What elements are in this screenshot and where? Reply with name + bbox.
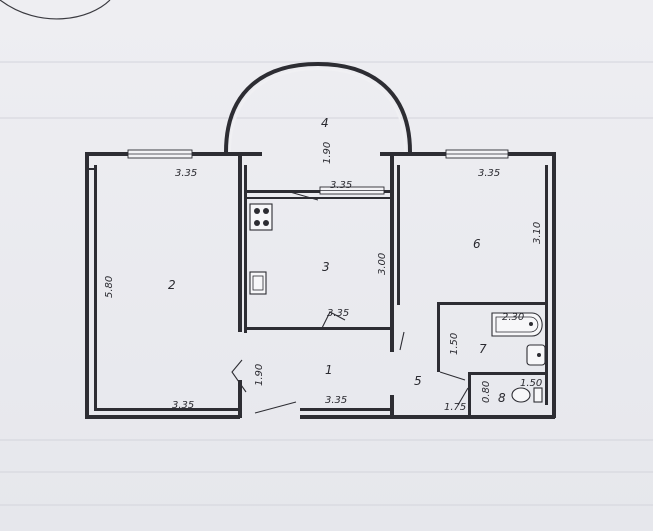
door-room-6 [399, 331, 405, 351]
dim-hall-width: 1.75 [444, 402, 466, 413]
dim-room2-side: 5.80 [104, 276, 115, 298]
dim-room3-bottom: 3.35 [327, 308, 349, 319]
door-room-3 [321, 311, 346, 329]
bathroom-fixtures [491, 312, 546, 403]
dim-room2-top: 3.35 [175, 168, 197, 179]
dim-wc-width: 1.50 [520, 378, 542, 389]
balcony-outline [224, 61, 412, 153]
dimensions: 3.35 5.80 3.35 3.35 3.00 3.35 1.90 3.35 … [104, 142, 543, 413]
room-number-7: 7 [479, 342, 487, 356]
door-wc [457, 387, 469, 406]
dim-balcony-depth: 1.90 [322, 142, 333, 164]
paper-ruling [0, 0, 653, 506]
dim-room2-bottom: 3.35 [172, 400, 194, 411]
kitchen-sink-icon [249, 271, 267, 295]
doors [231, 191, 469, 414]
room-number-6: 6 [473, 237, 481, 251]
washbasin-icon [526, 344, 546, 366]
toilet-icon [511, 387, 531, 403]
room-number-1: 1 [325, 363, 333, 377]
door-bath [439, 371, 466, 381]
dim-room3-side: 3.00 [377, 253, 388, 275]
dim-room6-top: 3.35 [478, 168, 500, 179]
room-number-4: 4 [321, 116, 329, 130]
bathtub-icon [491, 312, 543, 337]
door-balcony [289, 191, 319, 201]
room-number-5: 5 [414, 374, 422, 388]
dim-bath-width: 2.30 [502, 312, 524, 323]
corner-arc [0, 0, 111, 20]
dim-wc-depth: 0.80 [481, 381, 492, 403]
dim-room3-top: 3.35 [330, 180, 352, 191]
stove-icon [249, 203, 273, 231]
toilet-tank-icon [533, 387, 543, 403]
dim-room6-side: 3.10 [532, 222, 543, 244]
room-number-8: 8 [498, 391, 506, 405]
dim-room1-bottom: 3.35 [325, 395, 347, 406]
room-numbers: 2 3 4 6 1 5 7 8 [168, 116, 506, 405]
room-number-3: 3 [322, 260, 330, 274]
door-entrance [254, 401, 297, 414]
door-room-2 [231, 359, 247, 393]
kitchen-fixtures [249, 203, 273, 295]
dim-room1-side: 1.90 [254, 364, 265, 386]
room-number-2: 2 [168, 278, 176, 292]
dim-bath-depth: 1.50 [449, 333, 460, 355]
windows [127, 149, 509, 195]
